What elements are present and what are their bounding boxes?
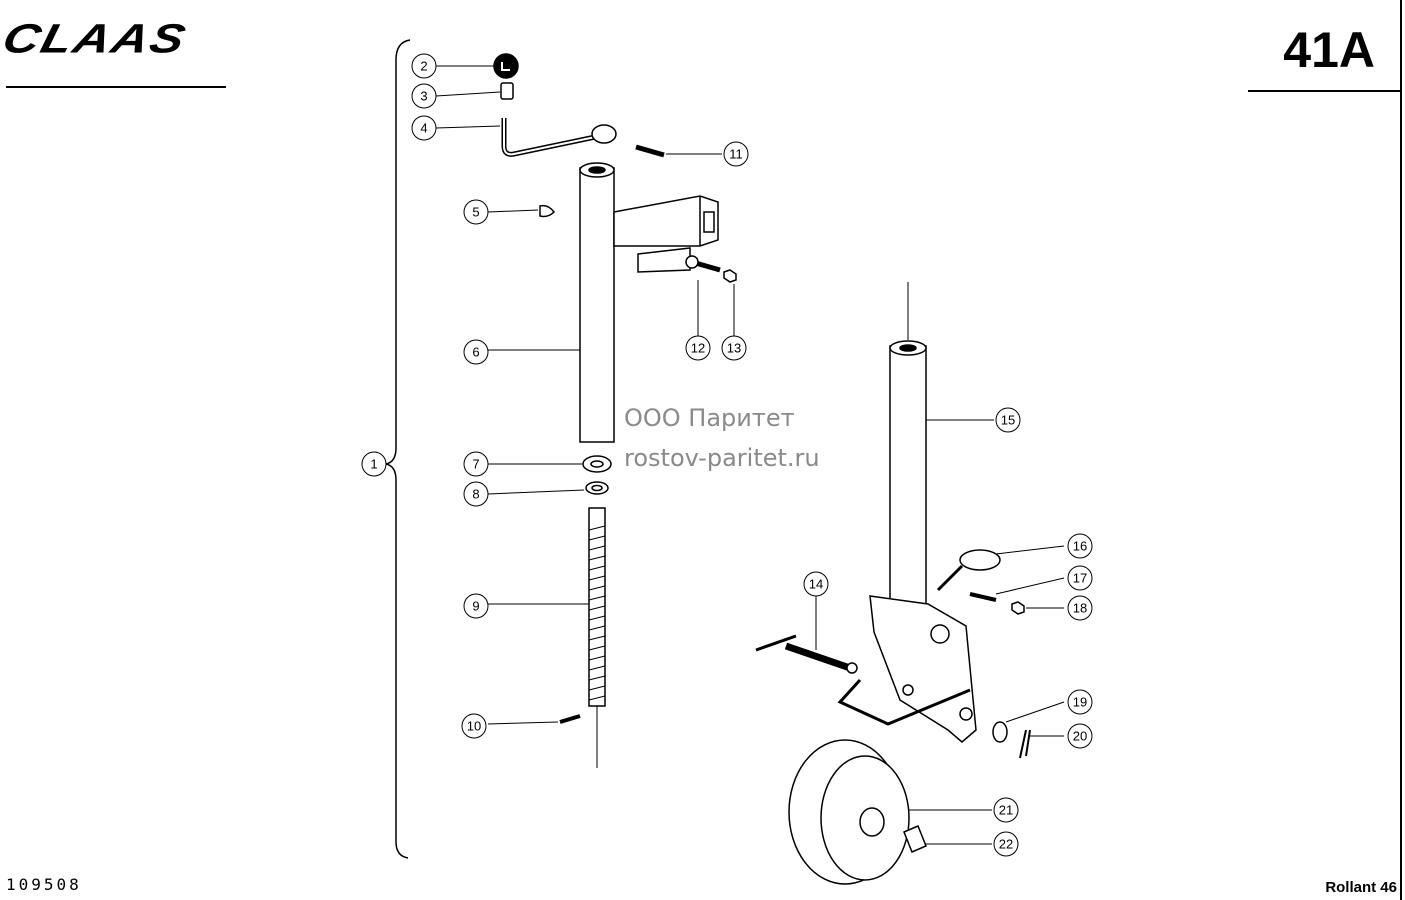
svg-text:1: 1 — [370, 457, 377, 472]
callout-15: 15 — [995, 407, 1021, 433]
watermark-url: rostov-paritet.ru — [624, 444, 820, 472]
svg-text:6: 6 — [472, 345, 479, 360]
crank-handle — [501, 118, 601, 157]
sleeve — [500, 82, 514, 100]
callout-12: 12 — [685, 335, 711, 361]
wheel-fork — [869, 595, 977, 743]
callout-18: 18 — [1067, 595, 1093, 621]
spindle-pin — [559, 714, 581, 724]
svg-text:22: 22 — [999, 837, 1013, 852]
callout-1: 1 — [361, 451, 387, 477]
callout-4: 4 — [411, 115, 437, 141]
svg-text:21: 21 — [999, 803, 1013, 818]
svg-text:17: 17 — [1073, 571, 1087, 586]
axle-pin — [784, 642, 852, 672]
callout-10: 10 — [461, 713, 487, 739]
svg-text:8: 8 — [472, 487, 479, 502]
svg-text:2: 2 — [420, 59, 427, 74]
pedal-nut — [1011, 601, 1025, 615]
axle-washer — [992, 721, 1008, 743]
leader-lines — [435, 65, 1065, 845]
header-rule-right — [1248, 90, 1402, 92]
watermark-company: ООО Паритет — [624, 404, 795, 432]
callout-3: 3 — [411, 83, 437, 109]
callout-14: 14 — [803, 571, 829, 597]
svg-text:13: 13 — [727, 341, 741, 356]
tube-arm — [613, 195, 719, 247]
svg-text:5: 5 — [472, 205, 479, 220]
cap-knob — [493, 53, 519, 79]
callout-19: 19 — [1067, 689, 1093, 715]
callout-20: 20 — [1067, 723, 1093, 749]
split-pin — [1019, 729, 1031, 759]
callout-markers: 1 2 3 4 5 6 7 8 9 10 11 12 13 14 15 16 1… — [361, 53, 1093, 857]
right-wheel-assembly — [755, 282, 1031, 885]
svg-text:9: 9 — [472, 599, 479, 614]
hex-nut — [723, 269, 737, 283]
svg-text:12: 12 — [691, 341, 705, 356]
pedal-bolt — [969, 592, 997, 602]
svg-text:19: 19 — [1073, 695, 1087, 710]
svg-text:7: 7 — [472, 457, 479, 472]
callout-16: 16 — [1067, 533, 1093, 559]
callout-6: 6 — [463, 339, 489, 365]
callout-8: 8 — [463, 481, 489, 507]
callout-22: 22 — [993, 831, 1019, 857]
crank-hub — [591, 124, 617, 144]
callout-9: 9 — [463, 593, 489, 619]
right-border — [1400, 0, 1402, 900]
model-name: Rollant 46 — [1325, 879, 1397, 896]
svg-text:3: 3 — [420, 89, 427, 104]
svg-text:4: 4 — [420, 121, 427, 136]
upper-tube — [579, 167, 615, 443]
left-jack-assembly — [493, 53, 737, 768]
callout-13: 13 — [721, 335, 747, 361]
mount-plate — [637, 247, 691, 273]
fork-stirrup — [837, 678, 971, 726]
grease-nipple — [539, 204, 555, 218]
wheel-column — [889, 345, 927, 617]
callout-7: 7 — [463, 451, 489, 477]
spindle-threads — [588, 525, 606, 701]
assembly-bracket — [385, 39, 411, 859]
callout-21: 21 — [993, 797, 1019, 823]
watermark: ООО Паритет rostov-paritet.ru — [624, 398, 820, 478]
callout-5: 5 — [463, 199, 489, 225]
brake-pedal — [959, 549, 1001, 571]
svg-text:11: 11 — [729, 147, 743, 162]
roll-pin — [635, 144, 665, 158]
header-rule-left — [6, 86, 226, 88]
svg-text:16: 16 — [1073, 539, 1087, 554]
svg-text:10: 10 — [467, 719, 481, 734]
drawing-number: 109508 — [6, 875, 82, 894]
wheel-bushing — [903, 825, 927, 853]
svg-text:18: 18 — [1073, 601, 1087, 616]
callout-2: 2 — [411, 53, 437, 79]
svg-text:15: 15 — [1001, 413, 1015, 428]
svg-text:20: 20 — [1073, 729, 1087, 744]
page-code: 41A — [1283, 22, 1375, 78]
svg-text:14: 14 — [809, 577, 823, 592]
wheel-hub — [859, 807, 885, 837]
callout-17: 17 — [1067, 565, 1093, 591]
callout-11: 11 — [723, 141, 749, 167]
